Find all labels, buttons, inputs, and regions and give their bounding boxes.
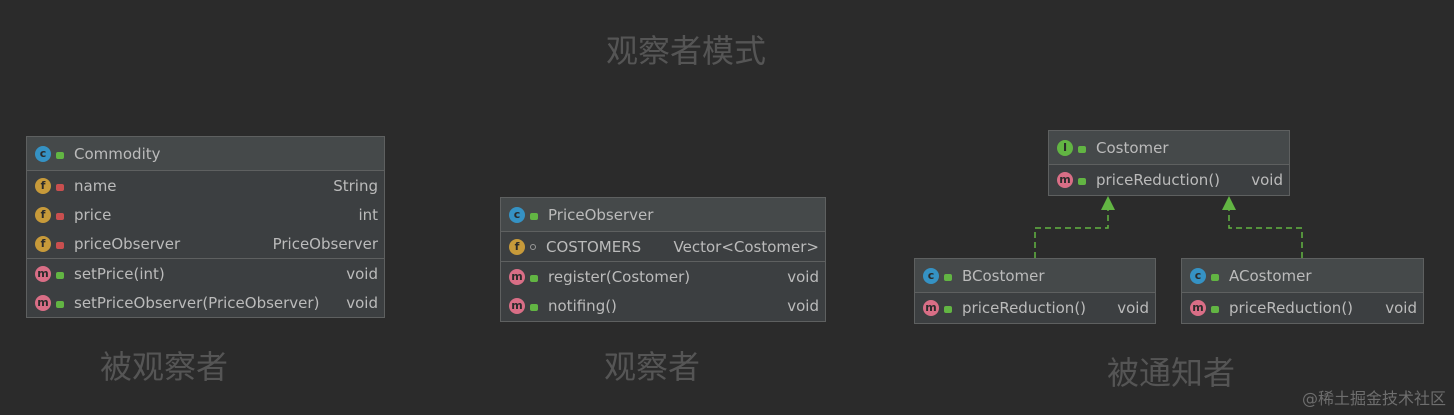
field-type: PriceObserver [272, 234, 378, 253]
public-icon [1211, 273, 1219, 281]
costomer-interface-header[interactable]: I Costomer [1049, 131, 1289, 165]
notified-label: 被通知者 [1107, 354, 1236, 392]
priceobserver-class-box[interactable]: c PriceObserver f COSTOMERS Vector<Costo… [500, 197, 826, 322]
method-return-type: void [787, 267, 819, 286]
method-row[interactable]: m setPrice(int) void [27, 259, 384, 288]
field-icon: f [35, 206, 51, 223]
bcostomer-class-header[interactable]: c BCostomer [915, 259, 1155, 293]
method-row[interactable]: m priceReduction() void [1182, 293, 1423, 322]
class-name: ACostomer [1229, 266, 1312, 285]
method-return-type: void [1117, 298, 1149, 317]
class-icon: c [923, 267, 939, 284]
public-icon [1078, 145, 1086, 153]
method-return-type: void [346, 264, 378, 283]
field-row[interactable]: f price int [27, 200, 384, 229]
field-icon: f [509, 238, 525, 255]
public-icon [56, 300, 64, 308]
field-type: String [333, 176, 378, 195]
acostomer-realization-line [1228, 210, 1303, 258]
costomer-interface-box[interactable]: I Costomer m priceReduction() void [1048, 130, 1290, 196]
methods-section: m priceReduction() void [1182, 293, 1423, 322]
field-name: name [74, 176, 117, 195]
public-icon [56, 271, 64, 279]
class-icon: c [1190, 267, 1206, 284]
methods-section: m register(Costomer) void m notifing() v… [501, 261, 825, 320]
field-row[interactable]: f name String [27, 171, 384, 200]
fields-section: f COSTOMERS Vector<Costomer> [501, 232, 825, 261]
method-icon: m [509, 297, 525, 314]
field-name: priceObserver [74, 234, 181, 253]
field-icon: f [35, 177, 51, 194]
method-name: setPriceObserver(PriceObserver) [74, 293, 320, 312]
interface-name: Costomer [1096, 138, 1169, 157]
subject-label: 被观察者 [100, 348, 229, 386]
interface-icon: I [1057, 139, 1073, 156]
diagram-title: 观察者模式 [606, 32, 767, 70]
method-name: priceReduction() [1096, 170, 1221, 189]
acostomer-class-header[interactable]: c ACostomer [1182, 259, 1423, 293]
field-row[interactable]: f priceObserver PriceObserver [27, 229, 384, 258]
method-icon: m [509, 268, 525, 285]
method-row[interactable]: m notifing() void [501, 291, 825, 320]
bcostomer-realization-line [1034, 210, 1109, 258]
package-private-icon [530, 243, 536, 250]
acostomer-realization-arrow [1222, 196, 1236, 210]
field-name: price [74, 205, 112, 224]
private-icon [56, 241, 64, 249]
method-return-type: void [787, 296, 819, 315]
public-icon [530, 212, 538, 220]
method-icon: m [35, 294, 51, 311]
class-name: BCostomer [962, 266, 1045, 285]
private-icon [56, 183, 64, 191]
method-return-type: void [346, 293, 378, 312]
method-return-type: void [1385, 298, 1417, 317]
public-icon [1211, 305, 1219, 313]
priceobserver-class-header[interactable]: c PriceObserver [501, 198, 825, 232]
class-icon: c [35, 145, 51, 162]
method-row[interactable]: m priceReduction() void [1049, 165, 1289, 194]
commodity-class-box[interactable]: c Commodity f name String f price int f … [26, 136, 385, 318]
public-icon [530, 303, 538, 311]
public-icon [56, 151, 64, 159]
method-name: priceReduction() [1229, 298, 1354, 317]
public-icon [944, 273, 952, 281]
method-row[interactable]: m register(Costomer) void [501, 262, 825, 291]
commodity-class-header[interactable]: c Commodity [27, 137, 384, 171]
class-name: Commodity [74, 144, 161, 163]
class-icon: c [509, 206, 525, 223]
method-name: notifing() [548, 296, 617, 315]
method-name: setPrice(int) [74, 264, 165, 283]
methods-section: m priceReduction() void [1049, 165, 1289, 194]
fields-section: f name String f price int f priceObserve… [27, 171, 384, 258]
public-icon [530, 274, 538, 282]
methods-section: m priceReduction() void [915, 293, 1155, 322]
method-return-type: void [1251, 170, 1283, 189]
bcostomer-class-box[interactable]: c BCostomer m priceReduction() void [914, 258, 1156, 324]
abstract-method-icon: m [1057, 171, 1073, 188]
public-icon [944, 305, 952, 313]
field-icon: f [35, 235, 51, 252]
field-name: COSTOMERS [546, 237, 642, 256]
field-type: int [358, 205, 378, 224]
private-icon [56, 212, 64, 220]
method-row[interactable]: m priceReduction() void [915, 293, 1155, 322]
method-row[interactable]: m setPriceObserver(PriceObserver) void [27, 288, 384, 317]
method-name: priceReduction() [962, 298, 1087, 317]
method-name: register(Costomer) [548, 267, 691, 286]
public-icon [1078, 177, 1086, 185]
observer-label: 观察者 [604, 348, 701, 386]
field-row[interactable]: f COSTOMERS Vector<Costomer> [501, 232, 825, 261]
method-icon: m [1190, 299, 1206, 316]
bcostomer-realization-arrow [1101, 196, 1115, 210]
method-icon: m [923, 299, 939, 316]
class-name: PriceObserver [548, 205, 654, 224]
watermark: @稀土掘金技术社区 [1301, 389, 1446, 408]
field-type: Vector<Costomer> [673, 237, 819, 256]
methods-section: m setPrice(int) void m setPriceObserver(… [27, 258, 384, 317]
method-icon: m [35, 265, 51, 282]
acostomer-class-box[interactable]: c ACostomer m priceReduction() void [1181, 258, 1424, 324]
